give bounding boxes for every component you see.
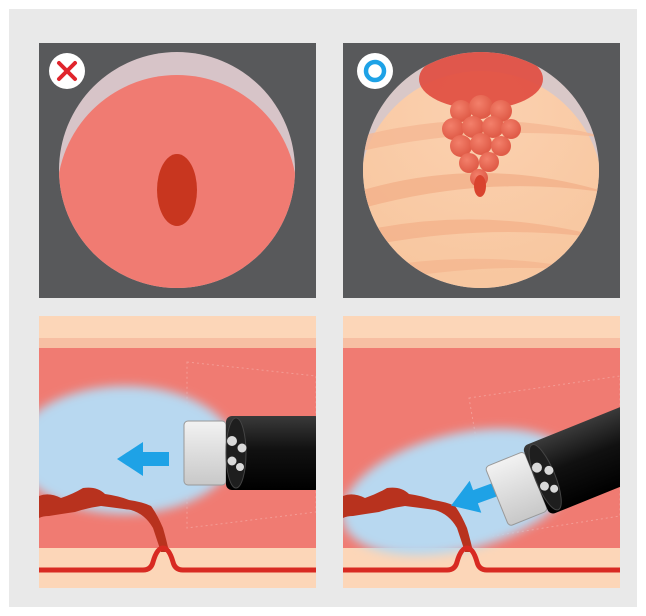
correct-side-view-panel	[343, 316, 620, 588]
correct-endoscopic-view-panel: ○	[343, 43, 620, 298]
incorrect-endoscopic-view-panel: ×	[39, 43, 316, 298]
cross-mark-icon	[49, 53, 85, 89]
incorrect-side-view-panel	[39, 316, 316, 588]
upper-wall	[343, 316, 620, 338]
endoscope-tip	[184, 416, 316, 490]
upper-wall	[39, 316, 316, 338]
circle-mark-icon	[357, 53, 393, 89]
lesion-opening	[157, 154, 197, 226]
